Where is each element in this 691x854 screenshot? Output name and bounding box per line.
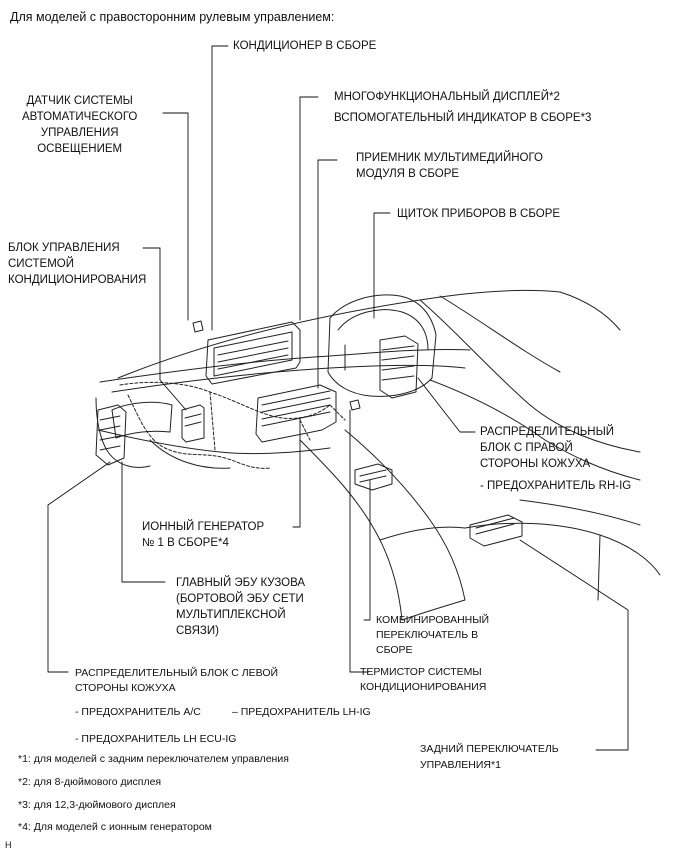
- label-line: УПРАВЛЕНИЯ: [40, 127, 119, 139]
- label-lh-fuse-ecuig: - ПРЕДОХРАНИТЕЛЬ LH ECU-IG: [75, 733, 237, 745]
- footnote-1: *1: для моделей с задним переключателем …: [18, 753, 289, 765]
- label-main-ecu-4: СВЯЗИ): [176, 625, 219, 637]
- dashboard-lower: [97, 429, 331, 455]
- leader-lh-junction: [47, 461, 111, 673]
- ac-control-unit: [181, 404, 205, 443]
- label-combo-switch-3: СБОРЕ: [376, 644, 413, 656]
- footnote-2: *2: для 8-дюймового дисплея: [18, 776, 162, 788]
- main-body-ecu: [95, 404, 127, 466]
- label-thermistor-1: ТЕРМИСТОР СИСТЕМЫ: [360, 666, 482, 678]
- combo-switch-body: [354, 463, 393, 491]
- ac-duct: [119, 381, 331, 419]
- label-ac-control-3: КОНДИЦИОНИРОВАНИЯ: [8, 274, 147, 286]
- label-ion-generator-2: № 1 В СБОРЕ*4: [142, 537, 229, 549]
- label-combo-switch-1: КОМБИНИРОВАННЫЙ: [376, 614, 490, 626]
- thermistor-body: [349, 399, 361, 411]
- leader-ac-assembly: [211, 45, 229, 331]
- label-lh-junction-1: РАСПРЕДЕЛИТЕЛЬНЫЙ БЛОК С ЛЕВОЙ: [75, 667, 279, 679]
- leader-thermistor: [349, 409, 369, 673]
- leader-ion-generator: [292, 417, 301, 528]
- label-lh-fuse-lhig: – ПРЕДОХРАНИТЕЛЬ LH-IG: [232, 706, 371, 718]
- label-rear-switch-2: УПРАВЛЕНИЯ*1: [420, 759, 501, 771]
- leader-multi-display: [299, 96, 319, 321]
- label-main-ecu-1: ГЛАВНЫЙ ЭБУ КУЗОВА: [176, 577, 306, 589]
- label-line: ОСВЕЩЕНИЕМ: [37, 143, 123, 155]
- label-cluster: ЩИТОК ПРИБОРОВ В СБОРЕ: [397, 208, 561, 220]
- label-multi-display: МНОГОФУНКЦИОНАЛЬНЫЙ ДИСПЛЕЙ*2: [334, 91, 560, 103]
- page-header: Для моделей с правосторонним рулевым упр…: [10, 10, 335, 24]
- label-lh-fuse-ac: - ПРЕДОХРАНИТЕЛЬ A/C: [75, 706, 201, 718]
- media-receiver: [255, 384, 337, 443]
- leader-main-ecu: [121, 461, 166, 583]
- windshield-outline: [117, 289, 561, 379]
- label-ac-control-2: СИСТЕМОЙ: [8, 258, 74, 270]
- cluster-hood: [327, 294, 437, 397]
- display-unit: [205, 321, 301, 385]
- left-vent: [111, 401, 173, 439]
- label-rh-junction-2: БЛОК С ПРАВОЙ: [480, 442, 573, 454]
- label-ac-control-1: БЛОК УПРАВЛЕНИЯ: [8, 242, 120, 254]
- center-console: [299, 439, 403, 621]
- label-light-sensor: ДАТЧИК СИСТЕМЫ АВТОМАТИЧЕСКОГО УПРАВЛЕНИ…: [22, 93, 137, 157]
- leader-combo-switch: [363, 479, 371, 621]
- rear-switch-body: [469, 514, 523, 547]
- label-ac-assembly: КОНДИЦИОНЕР В СБОРЕ: [233, 40, 377, 52]
- leader-light-sensor: [162, 112, 189, 321]
- label-main-ecu-3: МУЛЬТИПЛЕКСНОЙ: [176, 609, 286, 621]
- label-ion-generator-1: ИОННЫЙ ГЕНЕРАТОР: [142, 521, 265, 533]
- light-sensor-body: [192, 320, 204, 333]
- label-media-receiver-1: ПРИЕМНИК МУЛЬТИМЕДИЙНОГО: [356, 152, 543, 164]
- leader-cluster: [373, 212, 391, 319]
- dashboard-top: [99, 348, 471, 383]
- leader-media-receiver: [317, 159, 338, 389]
- footnote-4: *4: Для моделей с ионным генератором: [18, 821, 212, 833]
- leader-rh-junction: [417, 377, 476, 433]
- label-combo-switch-2: ПЕРЕКЛЮЧАТЕЛЬ В: [376, 629, 479, 641]
- label-rear-switch-1: ЗАДНИЙ ПЕРЕКЛЮЧАТЕЛЬ: [420, 743, 559, 755]
- label-thermistor-2: КОНДИЦИОНИРОВАНИЯ: [360, 681, 487, 693]
- a-pillar-right: [419, 299, 641, 453]
- leader-rear-switch: [519, 539, 629, 751]
- label-rh-junction-3: СТОРОНЫ КОЖУХА: [480, 458, 591, 470]
- rh-junction-block: [379, 335, 419, 399]
- label-lh-junction-2: СТОРОНЫ КОЖУХА: [75, 682, 176, 694]
- label-main-ecu-2: (БОРТОВОЙ ЭБУ СЕТИ: [176, 593, 304, 605]
- label-aux-indicator: ВСПОМОГАТЕЛЬНЫЙ ИНДИКАТОР В СБОРЕ*3: [334, 112, 592, 124]
- label-line: АВТОМАТИЧЕСКОГО: [22, 111, 138, 123]
- label-rh-junction-1: РАСПРЕДЕЛИТЕЛЬНЫЙ: [480, 426, 615, 438]
- leader-ac-control: [142, 247, 187, 411]
- label-line: ДАТЧИК СИСТЕМЫ: [26, 95, 133, 107]
- corner-mark: H: [5, 840, 12, 850]
- label-media-receiver-2: МОДУЛЯ В СБОРЕ: [356, 168, 460, 180]
- footnote-3: *3: для 12,3-дюймового дисплея: [18, 799, 176, 811]
- label-rh-fuse: - ПРЕДОХРАНИТЕЛЬ RH-IG: [480, 480, 632, 492]
